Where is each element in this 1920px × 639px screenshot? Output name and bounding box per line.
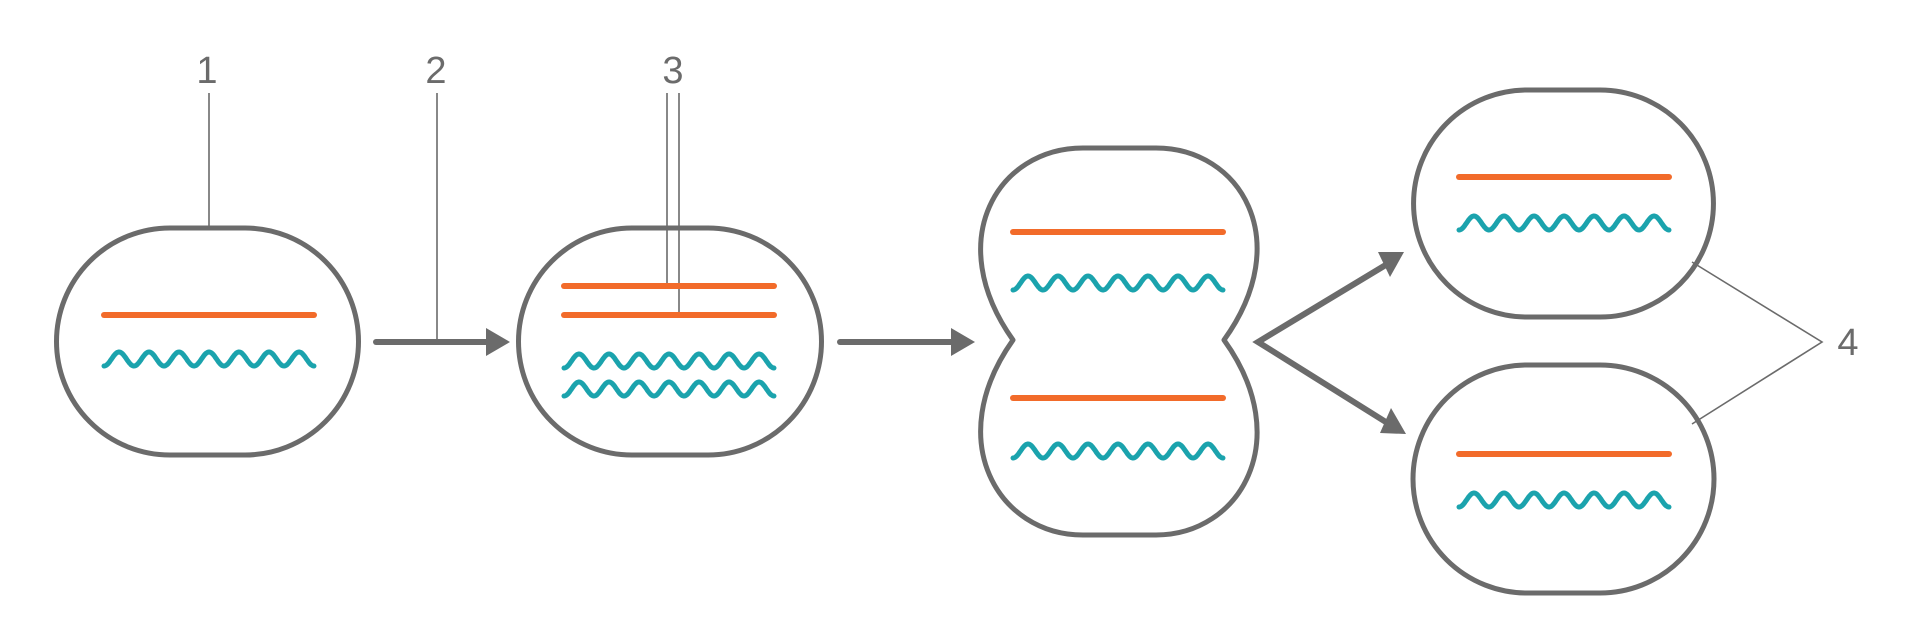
chromosome-dna-top	[1010, 273, 1226, 293]
leader-lines	[208, 93, 1824, 425]
parent-cell	[54, 225, 361, 458]
leader-line-4	[1691, 261, 1824, 425]
label-3: 3	[662, 50, 683, 92]
cell-membrane	[1410, 362, 1717, 596]
chromosome-dna-copy-1	[561, 351, 777, 371]
cell-membrane	[1411, 87, 1716, 320]
chromosome-dna	[101, 349, 317, 369]
replicating-cell	[516, 225, 824, 458]
arrow-2-head	[951, 328, 975, 356]
daughter-cell-bottom	[1410, 362, 1717, 596]
dividing-cell	[978, 145, 1260, 538]
label-4: 4	[1837, 322, 1858, 364]
cell-membrane	[978, 145, 1260, 538]
label-2: 2	[425, 50, 446, 92]
split-arrow-head-up	[1378, 252, 1404, 277]
chromosome-dna-copy-2	[561, 379, 777, 399]
split-arrow-head-down	[1380, 408, 1406, 434]
label-1: 1	[196, 50, 217, 92]
chromosome-dna	[1456, 213, 1672, 233]
split-arrows	[1252, 252, 1406, 434]
arrow-1-head	[486, 328, 510, 356]
cell-membrane	[516, 225, 824, 458]
cell-membrane	[54, 225, 361, 458]
split-arrow-shaft	[1252, 260, 1392, 427]
daughter-cell-top	[1411, 87, 1716, 320]
arrow-1	[373, 328, 510, 356]
chromosome-dna	[1456, 490, 1672, 510]
chromosome-dna-bottom	[1010, 441, 1226, 461]
arrow-2	[837, 328, 975, 356]
